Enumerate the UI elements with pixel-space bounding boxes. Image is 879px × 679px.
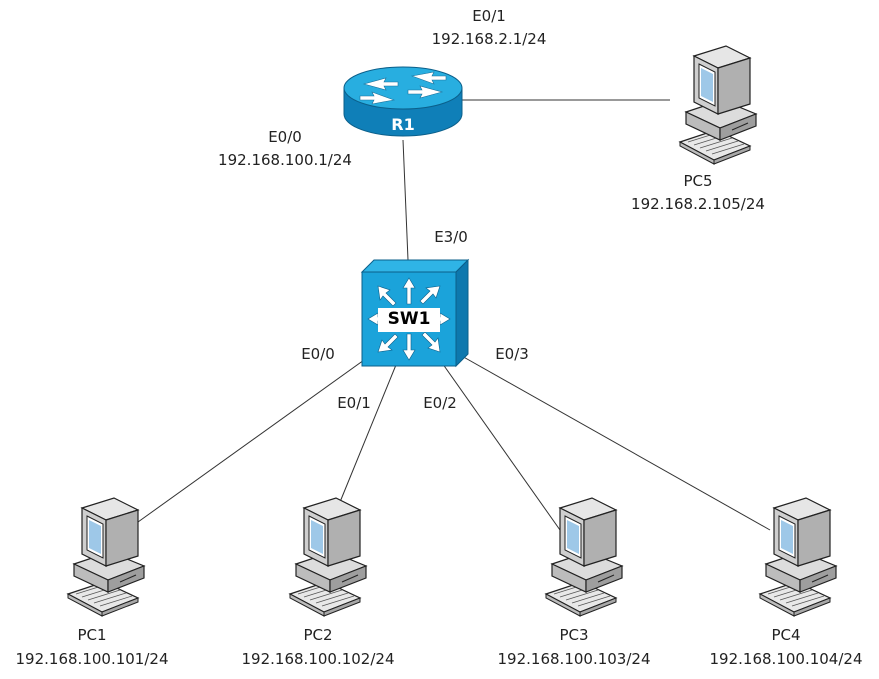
pc3-icon[interactable] — [545, 497, 623, 617]
pc5-icon[interactable] — [679, 45, 757, 165]
router-e0-1-ip: 192.168.2.1/24 — [431, 30, 547, 48]
link-sw1-pc1 — [137, 349, 379, 523]
switch-name-label: SW1 — [387, 309, 431, 329]
pc1-ip: 192.168.100.101/24 — [15, 650, 169, 668]
router-r1[interactable] — [343, 66, 463, 137]
switch-e0-1-port: E0/1 — [337, 394, 371, 412]
switch-sw1[interactable] — [360, 258, 470, 368]
link-sw1-pc4 — [459, 354, 771, 531]
router-e0-0-port: E0/0 — [268, 128, 302, 146]
pc4-icon[interactable] — [759, 497, 837, 617]
router-e0-0-ip: 192.168.100.1/24 — [218, 151, 352, 169]
pc1-name: PC1 — [77, 626, 107, 644]
pc3-name: PC3 — [559, 626, 589, 644]
pc5-ip: 192.168.2.105/24 — [631, 195, 765, 213]
router-name-label: R1 — [391, 115, 415, 134]
switch-e0-2-port: E0/2 — [423, 394, 457, 412]
router-e0-1-port: E0/1 — [472, 7, 506, 25]
switch-e0-0-port: E0/0 — [301, 345, 335, 363]
pc2-icon[interactable] — [289, 497, 367, 617]
link-r1-sw1 — [402, 139, 409, 261]
switch-e3-0-port: E3/0 — [434, 228, 468, 246]
pc1-icon[interactable] — [67, 497, 145, 617]
pc5-name: PC5 — [683, 172, 713, 190]
link-sw1-pc2 — [339, 359, 399, 503]
pc4-name: PC4 — [771, 626, 801, 644]
pc3-ip: 192.168.100.103/24 — [497, 650, 651, 668]
pc2-ip: 192.168.100.102/24 — [241, 650, 395, 668]
pc2-name: PC2 — [303, 626, 333, 644]
link-sw1-pc3 — [439, 359, 561, 531]
router-arrows-icon — [359, 71, 447, 105]
pc4-ip: 192.168.100.104/24 — [709, 650, 863, 668]
switch-e0-3-port: E0/3 — [495, 345, 529, 363]
